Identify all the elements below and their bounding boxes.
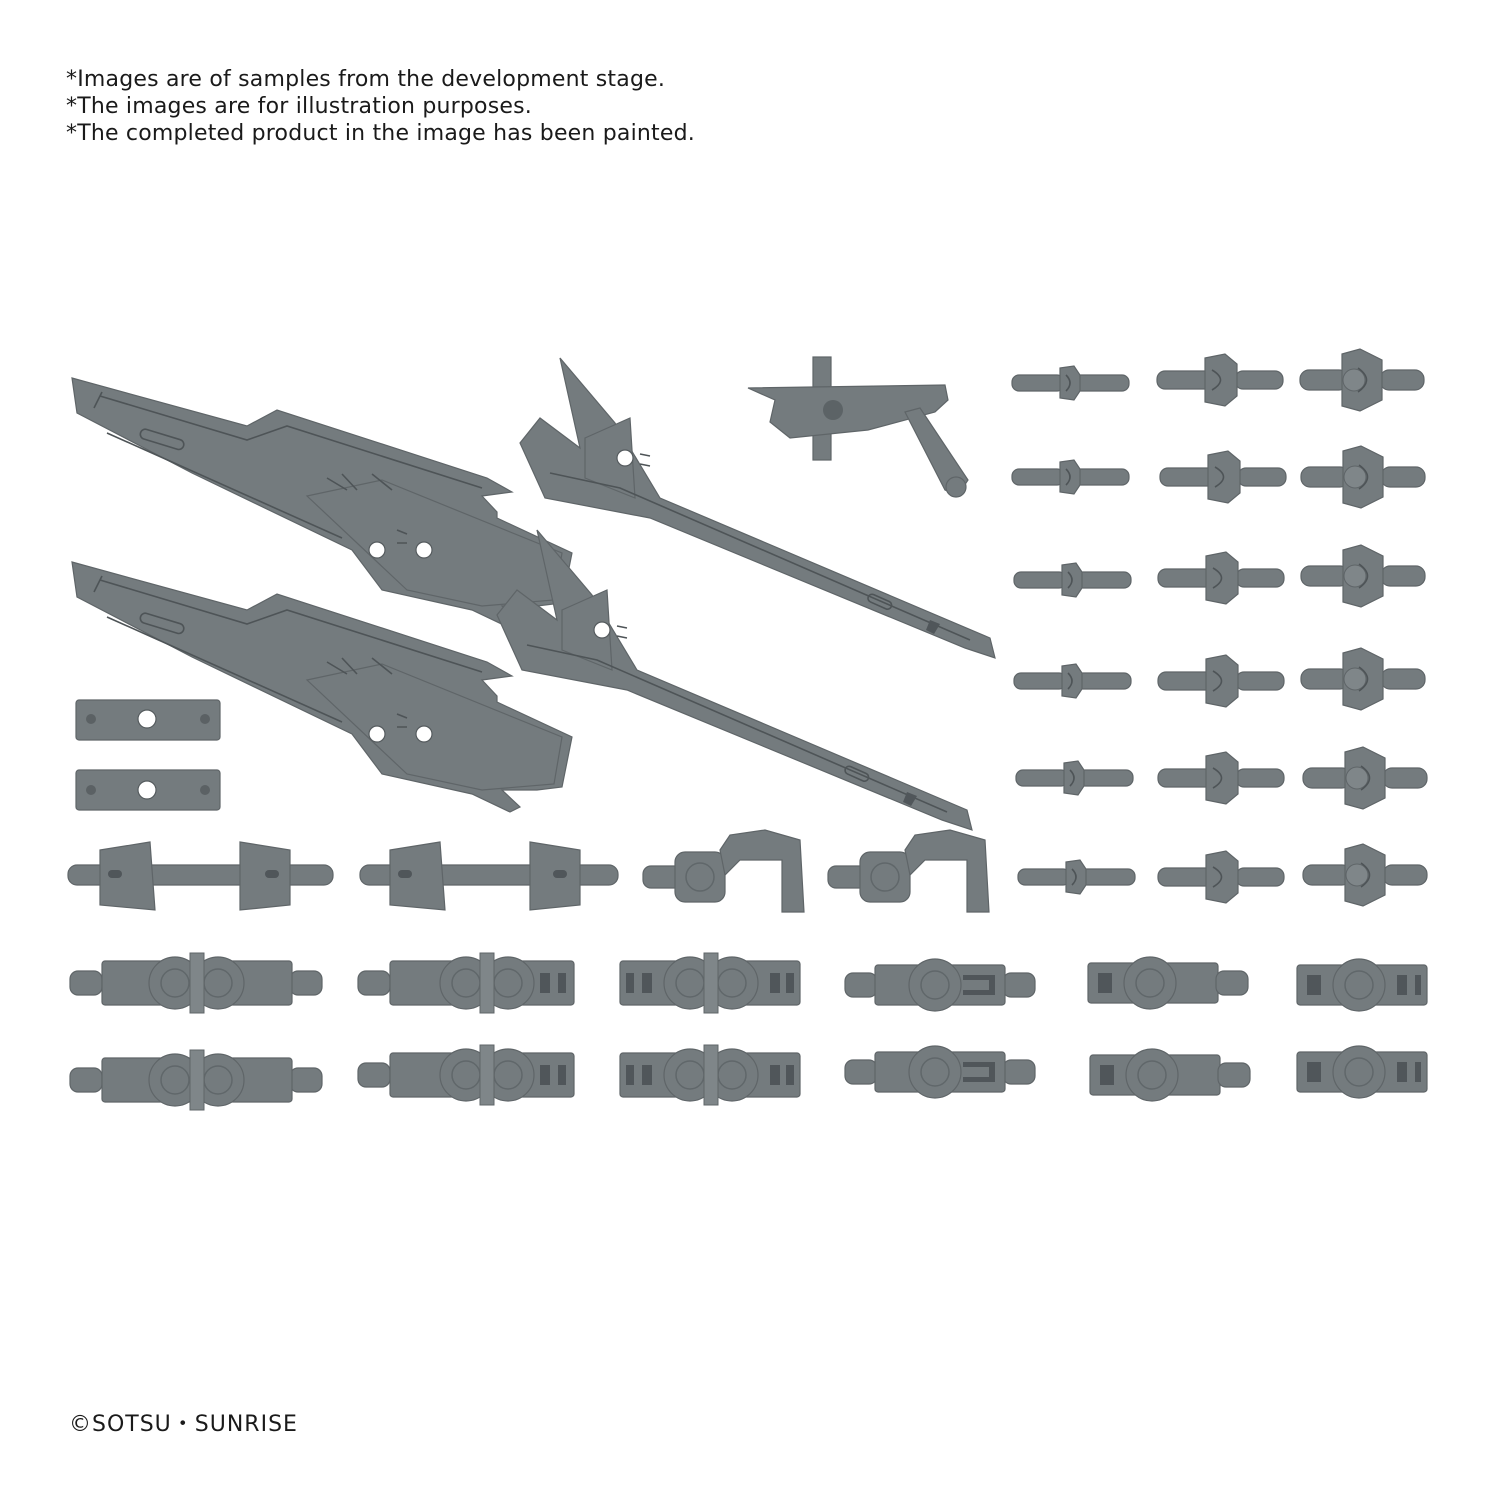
arm-bracket-1 [642,829,805,913]
copyright-notice: ©SOTSU・SUNRISE [69,1412,298,1437]
disclaimer-line-1: *Images are of samples from the developm… [66,67,666,92]
dumbbell-connector-2 [359,841,619,911]
mount-plate-2 [75,769,221,811]
sword-2 [496,529,973,831]
grip-part [747,356,969,498]
mount-plate-1 [75,699,221,741]
ball-joints-grid [1011,348,1428,907]
disclaimer-notes: *Images are of samples from the developm… [66,66,695,147]
arm-bracket-2 [827,829,990,913]
hinge-joints-row-2 [69,1044,1428,1111]
disclaimer-line-2: *The images are for illustration purpose… [66,94,532,119]
dumbbell-connector-1 [67,841,334,911]
hinge-joints-row-1 [69,952,1428,1014]
disclaimer-line-3: *The completed product in the image has … [66,121,695,146]
